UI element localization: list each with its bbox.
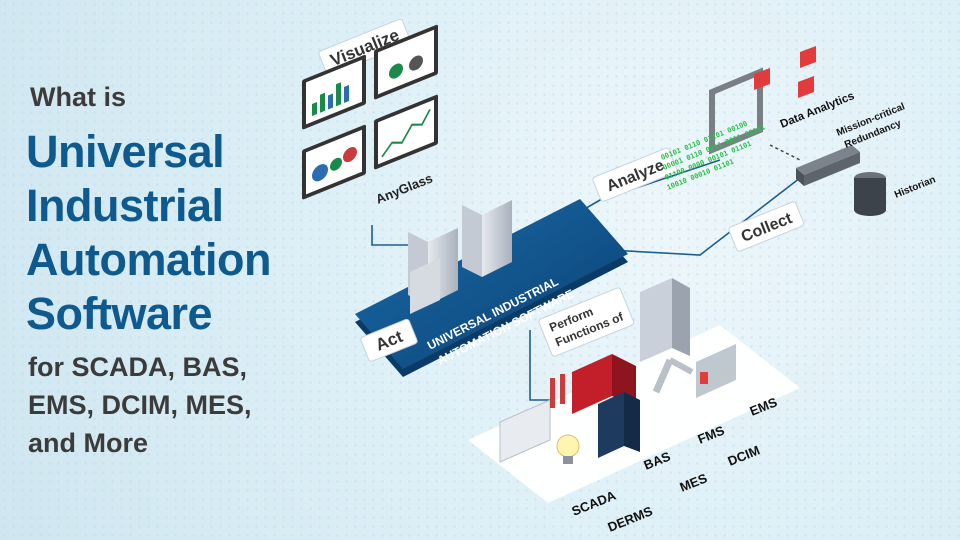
headline-line-1: Universal — [26, 126, 225, 177]
system-label-derms: DERMS — [606, 503, 655, 535]
alert-icon — [754, 46, 816, 98]
analytics-frame — [709, 67, 763, 155]
dashed-connector — [769, 144, 801, 161]
chiller-unit-icon — [696, 344, 736, 398]
subheadline-line-2: EMS, DCIM, MES, — [28, 390, 252, 420]
light-bulb-icon — [556, 434, 580, 464]
headline-what-is: What is — [30, 82, 127, 112]
act-label: Act — [360, 318, 418, 362]
headline-line-4: Software — [26, 288, 213, 339]
robot-arm-icon — [652, 357, 694, 394]
subheadline-line-3: and More — [28, 428, 149, 458]
server-towers — [408, 200, 512, 314]
subheadline-line-1: for SCADA, BAS, — [28, 352, 248, 382]
office-building-icon — [640, 278, 690, 362]
headline-line-2: Industrial — [26, 180, 224, 231]
red-machine-icon — [572, 354, 636, 414]
monitor-grid — [302, 24, 438, 200]
collect-label: Collect — [728, 201, 805, 252]
historian-database-icon — [854, 172, 886, 216]
system-label-dcim: DCIM — [726, 442, 762, 468]
system-label-mes: MES — [678, 470, 710, 495]
factory-icon — [499, 374, 565, 463]
system-label-scada: SCADA — [570, 487, 619, 518]
historian-label: Historian — [893, 174, 937, 200]
redundancy-server-icon — [796, 145, 860, 186]
headline-line-3: Automation — [26, 234, 271, 285]
anyglass-label: AnyGlass — [374, 170, 435, 206]
data-center-rack-icon — [598, 392, 640, 458]
